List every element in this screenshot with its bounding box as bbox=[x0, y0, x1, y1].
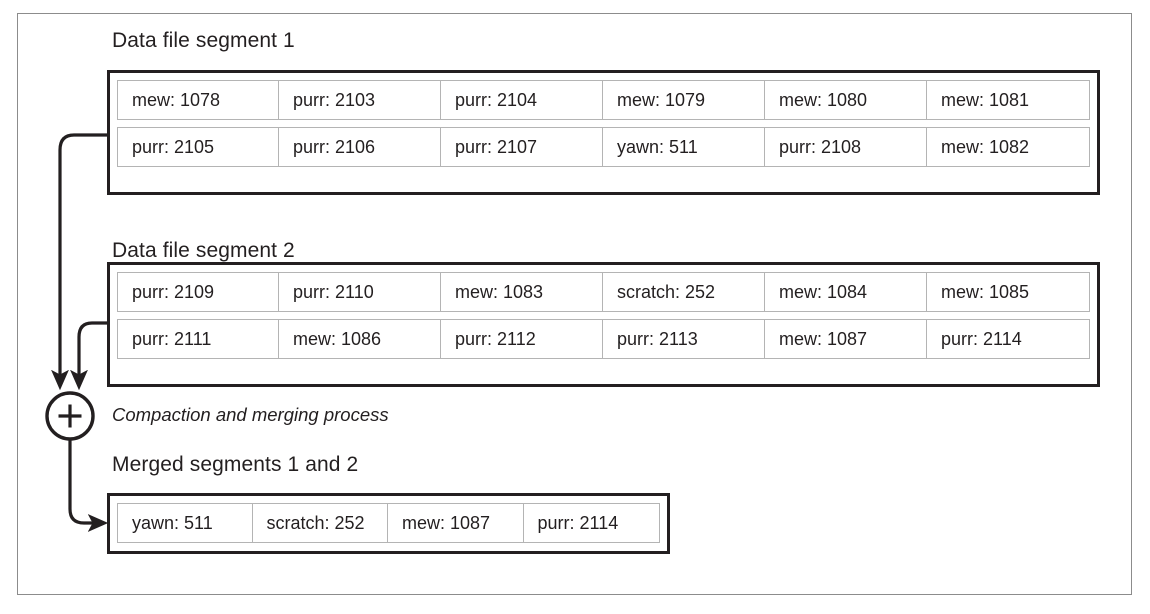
data-cell: scratch: 252 bbox=[603, 272, 765, 312]
data-cell: mew: 1078 bbox=[117, 80, 279, 120]
table-row: yawn: 511 scratch: 252 mew: 1087 purr: 2… bbox=[117, 503, 660, 543]
data-cell: purr: 2112 bbox=[441, 319, 603, 359]
table-row: purr: 2105 purr: 2106 purr: 2107 yawn: 5… bbox=[117, 127, 1090, 167]
table-row: mew: 1078 purr: 2103 purr: 2104 mew: 107… bbox=[117, 80, 1090, 120]
data-cell: mew: 1087 bbox=[388, 503, 524, 543]
data-cell: mew: 1086 bbox=[279, 319, 441, 359]
data-cell: purr: 2105 bbox=[117, 127, 279, 167]
data-cell: mew: 1083 bbox=[441, 272, 603, 312]
data-cell: mew: 1084 bbox=[765, 272, 927, 312]
merged-segments-title: Merged segments 1 and 2 bbox=[112, 453, 359, 476]
segment-2-box: purr: 2109 purr: 2110 mew: 1083 scratch:… bbox=[107, 262, 1100, 387]
data-cell: purr: 2106 bbox=[279, 127, 441, 167]
segment-2-title: Data file segment 2 bbox=[112, 239, 295, 262]
data-cell: purr: 2109 bbox=[117, 272, 279, 312]
data-cell: purr: 2103 bbox=[279, 80, 441, 120]
data-cell: mew: 1085 bbox=[927, 272, 1090, 312]
compaction-process-label: Compaction and merging process bbox=[112, 404, 389, 425]
data-cell: purr: 2104 bbox=[441, 80, 603, 120]
data-cell: yawn: 511 bbox=[117, 503, 253, 543]
data-cell: purr: 2114 bbox=[927, 319, 1090, 359]
data-cell: mew: 1082 bbox=[927, 127, 1090, 167]
data-cell: mew: 1079 bbox=[603, 80, 765, 120]
data-cell: purr: 2113 bbox=[603, 319, 765, 359]
data-cell: mew: 1080 bbox=[765, 80, 927, 120]
table-row: purr: 2111 mew: 1086 purr: 2112 purr: 21… bbox=[117, 319, 1090, 359]
segment-1-title: Data file segment 1 bbox=[112, 29, 295, 52]
data-cell: purr: 2110 bbox=[279, 272, 441, 312]
data-cell: purr: 2111 bbox=[117, 319, 279, 359]
data-cell: mew: 1081 bbox=[927, 80, 1090, 120]
data-cell: purr: 2114 bbox=[523, 503, 660, 543]
merged-segments-box: yawn: 511 scratch: 252 mew: 1087 purr: 2… bbox=[107, 493, 670, 554]
data-cell: purr: 2108 bbox=[765, 127, 927, 167]
data-cell: mew: 1087 bbox=[765, 319, 927, 359]
data-cell: scratch: 252 bbox=[252, 503, 389, 543]
segment-1-box: mew: 1078 purr: 2103 purr: 2104 mew: 107… bbox=[107, 70, 1100, 195]
data-cell: yawn: 511 bbox=[603, 127, 765, 167]
data-cell: purr: 2107 bbox=[441, 127, 603, 167]
table-row: purr: 2109 purr: 2110 mew: 1083 scratch:… bbox=[117, 272, 1090, 312]
